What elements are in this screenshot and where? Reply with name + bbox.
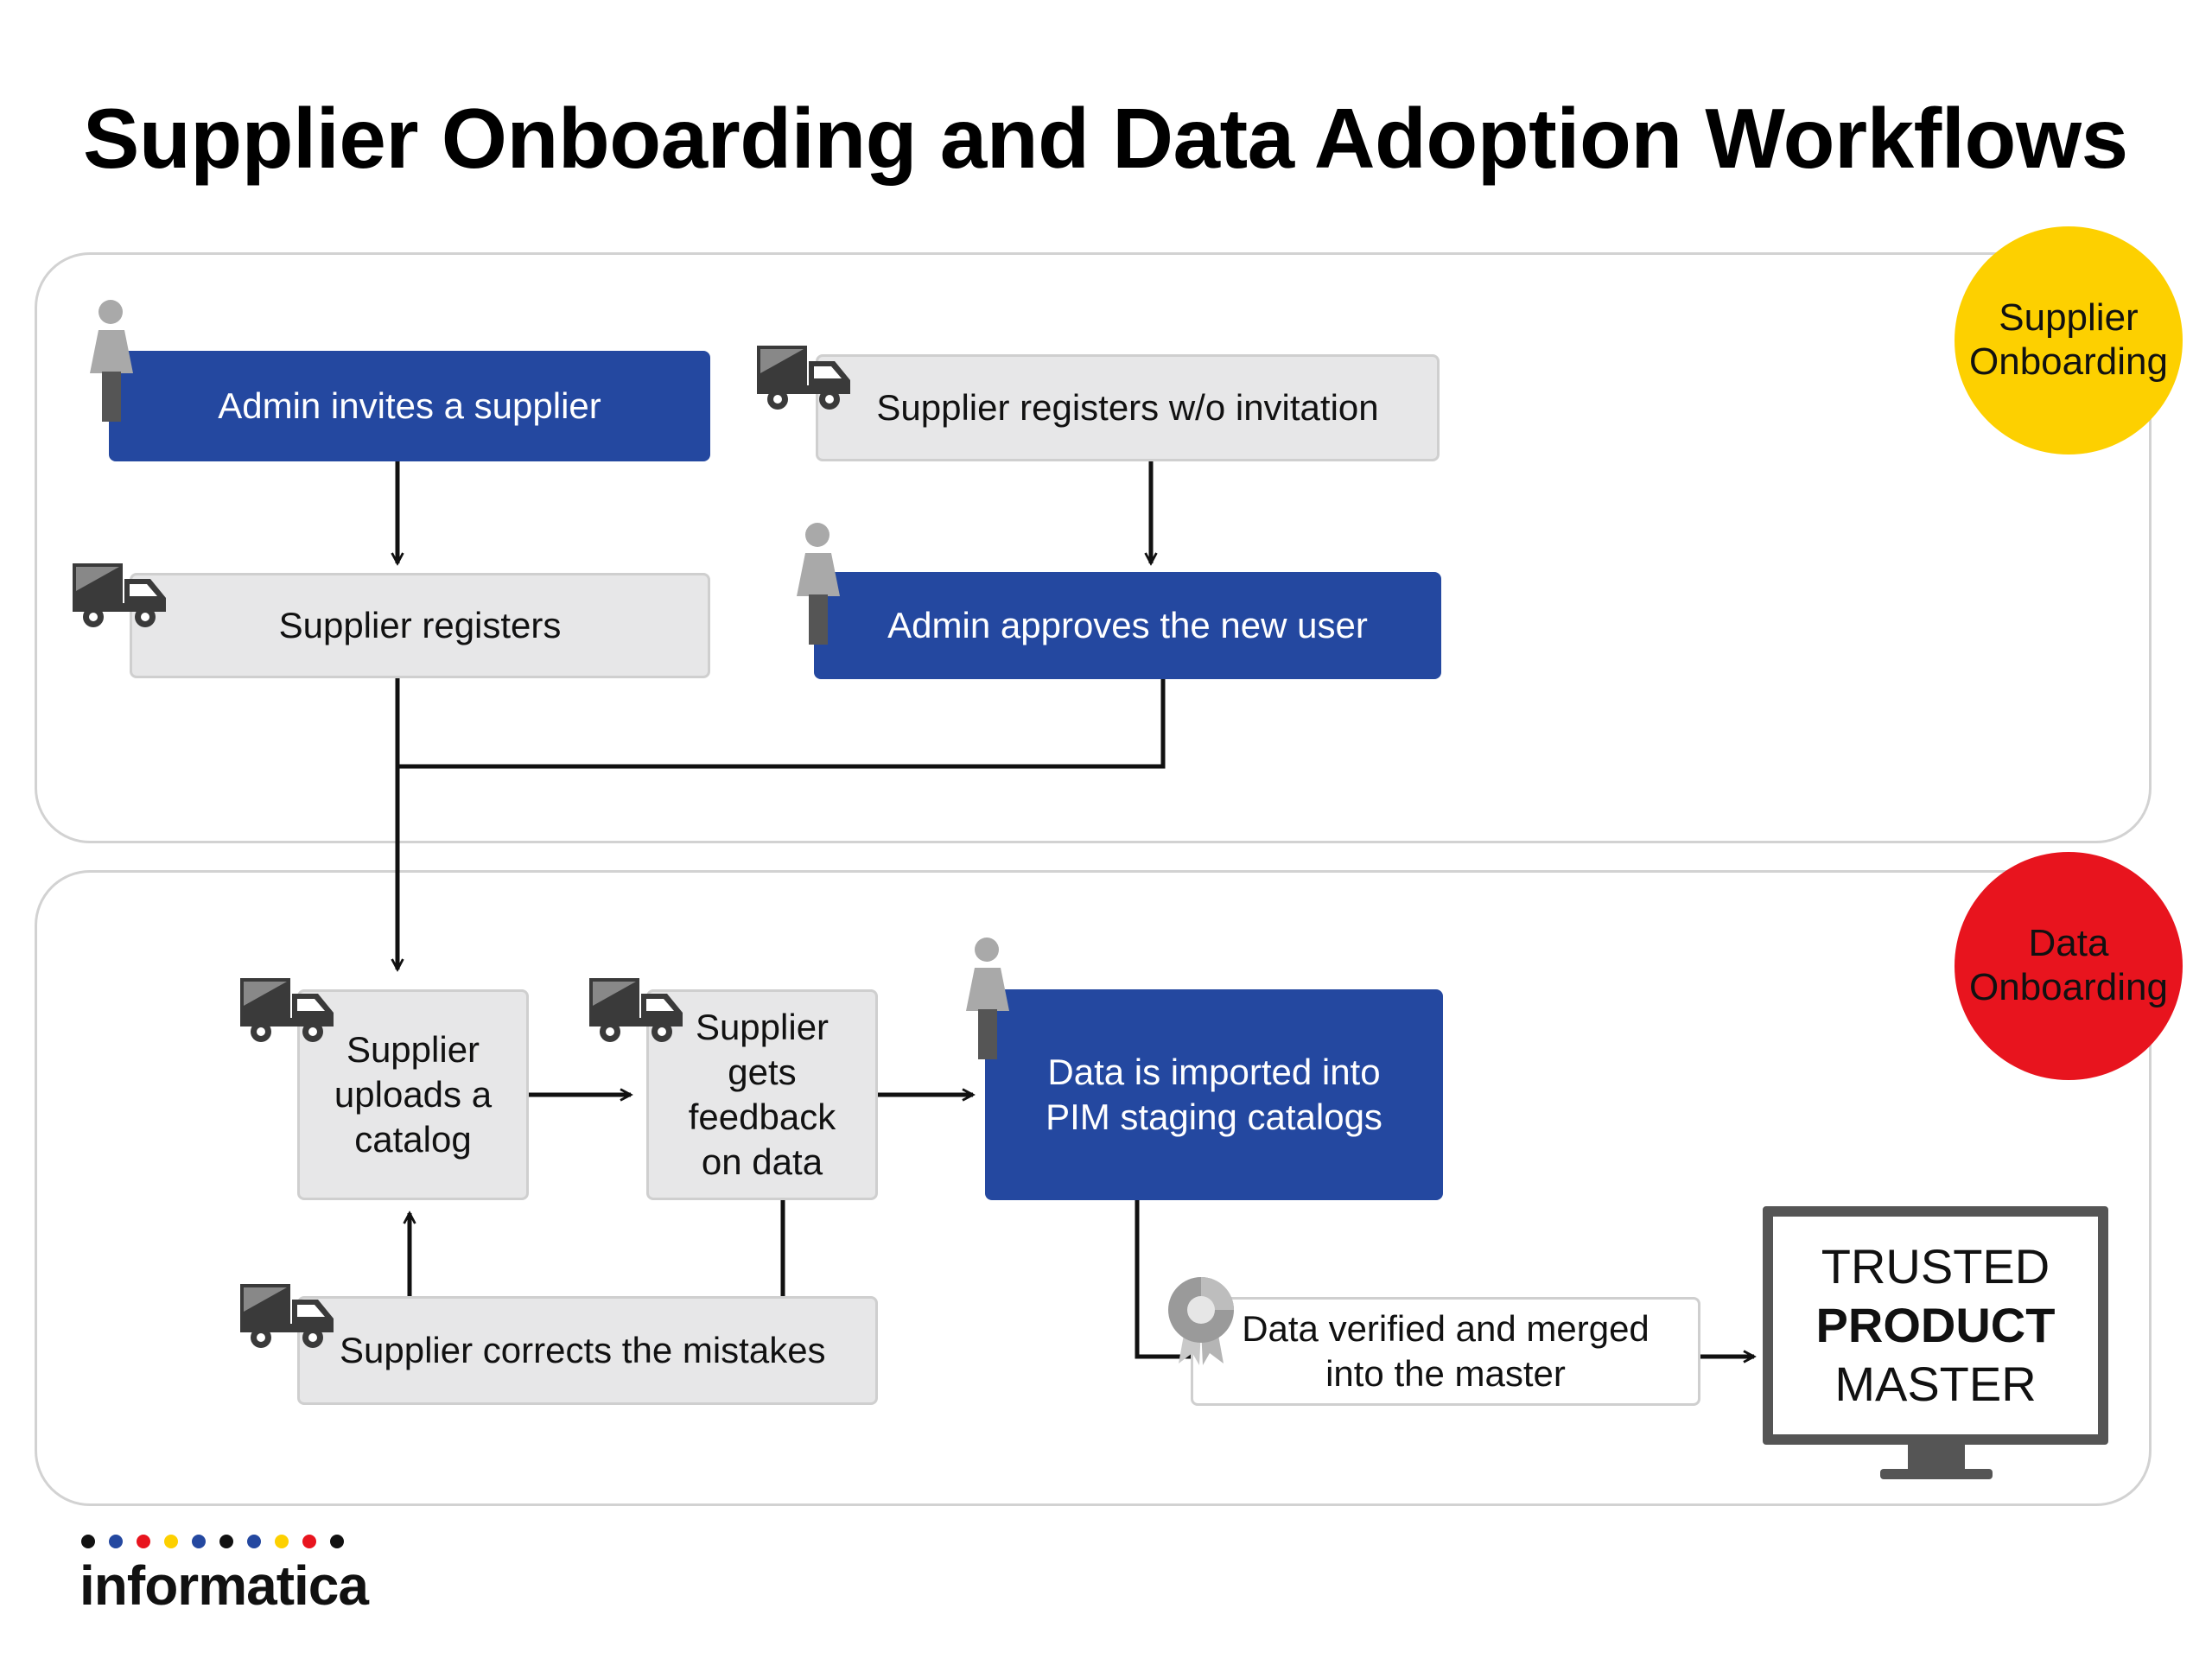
- step-admin-invites: Admin invites a supplier: [109, 351, 710, 461]
- step-admin-approves: Admin approves the new user: [814, 572, 1441, 679]
- logo-dot: [330, 1535, 344, 1548]
- award-ribbon-icon: [1168, 1277, 1234, 1365]
- logo-dots: [81, 1535, 344, 1548]
- logo-dot: [247, 1535, 261, 1548]
- logo-dot: [164, 1535, 178, 1548]
- informatica-logo: informatica: [79, 1554, 369, 1617]
- supplier-onboarding-badge-label: Supplier Onboarding: [1969, 296, 2168, 383]
- step-gets-feedback-label: Supplier gets feedback on data: [688, 1006, 836, 1183]
- trusted-product-master-monitor: TRUSTED PRODUCT MASTER: [1763, 1206, 2108, 1445]
- logo-dot: [219, 1535, 233, 1548]
- monitor-line-1: TRUSTED: [1821, 1238, 2050, 1294]
- logo-dot: [109, 1535, 123, 1548]
- truck-icon: [240, 978, 334, 1042]
- page-title: Supplier Onboarding and Data Adoption Wo…: [83, 91, 2128, 186]
- logo-dot: [137, 1535, 150, 1548]
- step-data-imported-label: Data is imported into PIM staging catalo…: [1046, 1051, 1382, 1137]
- logo-dot: [302, 1535, 316, 1548]
- person-icon: [966, 938, 1009, 1059]
- person-icon: [797, 523, 840, 645]
- data-onboarding-badge-label: Data Onboarding: [1969, 922, 2168, 1008]
- logo-dot: [192, 1535, 206, 1548]
- merge-line: [397, 679, 1166, 769]
- step-verified-merged: Data verified and merged into the master: [1191, 1297, 1700, 1406]
- monitor-stand-base: [1880, 1469, 1993, 1479]
- step-uploads-catalog: Supplier uploads a catalog: [297, 989, 529, 1200]
- truck-icon: [757, 346, 850, 410]
- truck-icon: [589, 978, 683, 1042]
- data-onboarding-badge: Data Onboarding: [1955, 852, 2183, 1080]
- supplier-onboarding-badge: Supplier Onboarding: [1955, 226, 2183, 454]
- step-supplier-registers: Supplier registers: [130, 573, 710, 678]
- step-self-register: Supplier registers w/o invitation: [816, 354, 1440, 461]
- logo-dot: [275, 1535, 289, 1548]
- step-supplier-registers-label: Supplier registers: [278, 605, 562, 645]
- step-data-imported: Data is imported into PIM staging catalo…: [985, 989, 1443, 1200]
- monitor-stand-neck: [1908, 1445, 1965, 1471]
- logo-dot: [81, 1535, 95, 1548]
- step-admin-invites-label: Admin invites a supplier: [218, 385, 601, 426]
- monitor-line-3: MASTER: [1834, 1357, 2037, 1412]
- step-corrects-mistakes-label: Supplier corrects the mistakes: [340, 1330, 826, 1370]
- truck-icon: [73, 563, 166, 627]
- step-verified-merged-label: Data verified and merged into the master: [1242, 1307, 1649, 1394]
- step-self-register-label: Supplier registers w/o invitation: [876, 387, 1379, 428]
- step-uploads-catalog-label: Supplier uploads a catalog: [334, 1028, 493, 1160]
- person-icon: [90, 300, 133, 422]
- step-corrects-mistakes: Supplier corrects the mistakes: [297, 1296, 878, 1405]
- step-admin-approves-label: Admin approves the new user: [887, 605, 1368, 645]
- truck-icon: [240, 1284, 334, 1348]
- line-import-to-verify: [1135, 1200, 1191, 1359]
- monitor-line-2: PRODUCT: [1815, 1297, 2056, 1352]
- step-gets-feedback: Supplier gets feedback on data: [646, 989, 878, 1200]
